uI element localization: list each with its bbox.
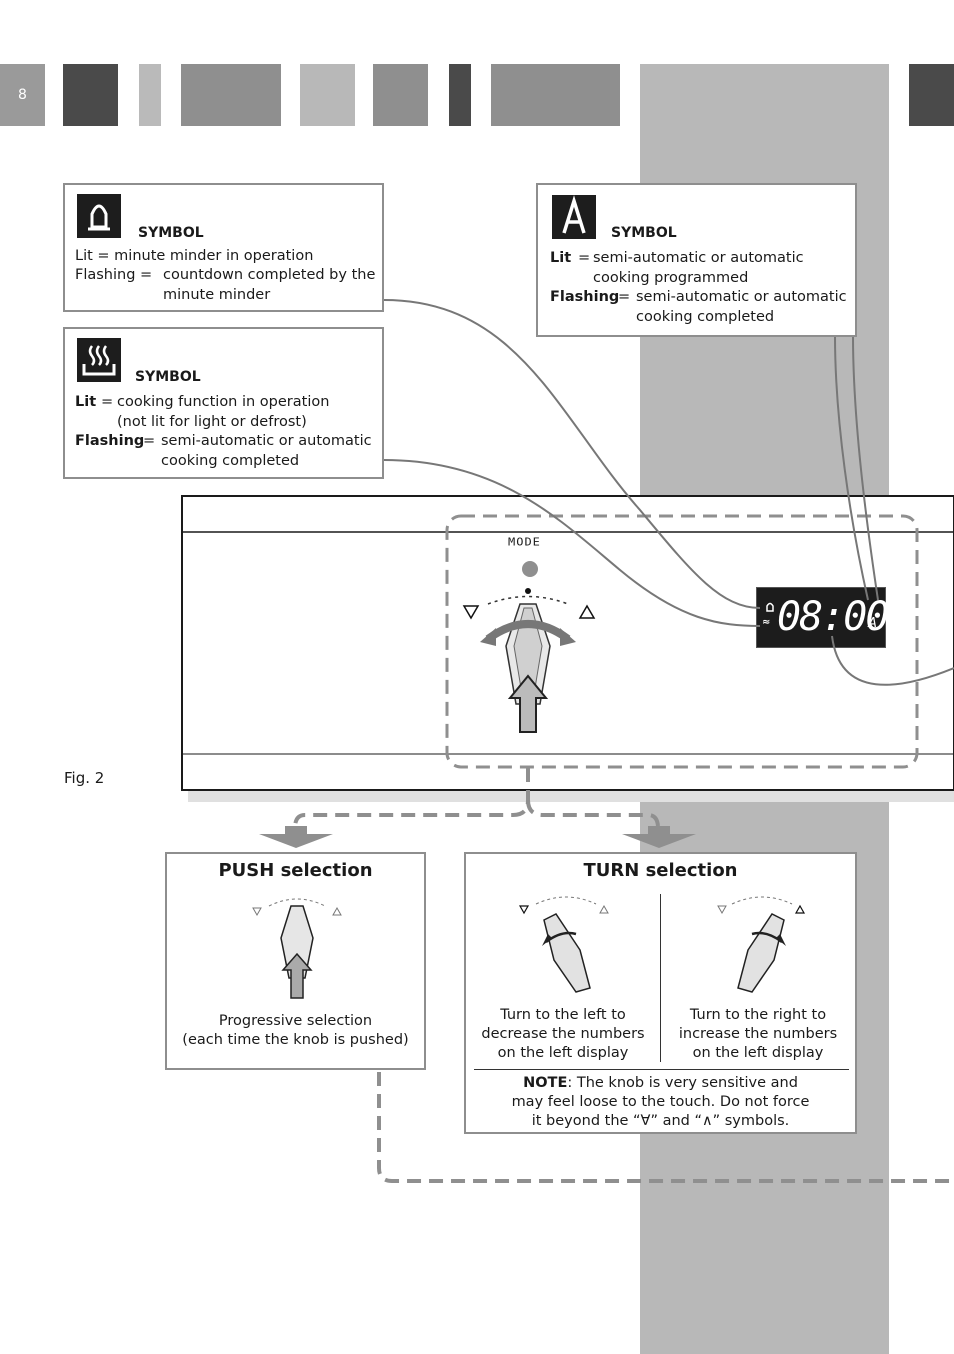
mode-indicator-light xyxy=(522,561,538,577)
cook-lit-eq: = xyxy=(101,394,114,410)
divider-vertical xyxy=(660,894,661,1062)
page-number: 8 xyxy=(0,64,45,126)
knob-push-icon xyxy=(252,898,342,999)
display-time: 08:00 xyxy=(777,594,889,640)
knob-icon[interactable] xyxy=(458,584,598,734)
digital-display xyxy=(756,587,886,648)
symbol-title: SYMBOL xyxy=(135,369,201,385)
bell-flashing-text-2: minute minder xyxy=(163,287,271,303)
figure-label: Fig. 2 xyxy=(64,769,105,787)
arrow-icon xyxy=(622,826,696,848)
cooking-symbol-box: SYMBOL Lit = cooking function in operati… xyxy=(63,327,384,479)
auto-flashing-eq: = xyxy=(618,289,631,305)
turn-left-desc-3: on the left display xyxy=(497,1045,629,1061)
bell-icon xyxy=(766,602,774,612)
header-band xyxy=(139,64,161,126)
push-title: PUSH selection xyxy=(218,860,373,881)
symbol-title: SYMBOL xyxy=(138,225,204,241)
push-desc-2: (each time the knob is pushed) xyxy=(182,1032,409,1048)
auto-lit-text: semi-automatic or automatic xyxy=(593,250,804,266)
bell-lit-text: Lit = minute minder in operation xyxy=(75,248,314,264)
auto-a-icon xyxy=(552,195,596,239)
header-band xyxy=(63,64,118,126)
auto-symbol-box: SYMBOL Lit = semi-automatic or automatic… xyxy=(536,183,857,337)
turn-title: TURN selection xyxy=(583,860,738,881)
knob-turn-right-icon xyxy=(717,896,806,993)
symbol-title: SYMBOL xyxy=(611,225,677,241)
knob-turn-left-icon xyxy=(518,896,609,993)
bell-icon xyxy=(77,194,121,238)
header-band xyxy=(373,64,428,126)
auto-lit-eq: = xyxy=(578,250,591,266)
steam-icon xyxy=(77,338,121,382)
note-line-1: NOTE: The knob is very sensitive and xyxy=(466,1074,855,1093)
header-band xyxy=(181,64,281,126)
turn-selection-box: TURN selection Turn to the left to decre… xyxy=(464,852,857,1134)
auto-flashing-text-2: cooking completed xyxy=(636,309,775,325)
cook-flashing-eq: = xyxy=(143,433,156,449)
note-text-1: : The knob is very sensitive and xyxy=(567,1075,798,1091)
header-band xyxy=(449,64,471,126)
bell-flashing-text: countdown completed by the xyxy=(163,267,376,283)
header-band xyxy=(909,64,954,126)
header-band xyxy=(300,64,355,126)
bell-flashing-label: Flashing = xyxy=(75,267,153,283)
cook-flashing-text: semi-automatic or automatic xyxy=(161,433,372,449)
push-desc-1: Progressive selection xyxy=(218,1013,373,1029)
turn-right-desc-3: on the left display xyxy=(692,1045,824,1061)
arrow-icon xyxy=(259,826,333,848)
turn-left-desc-1: Turn to the left to xyxy=(500,1007,626,1023)
cook-lit-text-2: (not lit for light or defrost) xyxy=(117,414,307,430)
turn-right-desc-1: Turn to the right to xyxy=(689,1007,827,1023)
auto-flashing-text: semi-automatic or automatic xyxy=(636,289,847,305)
cook-lit-label: Lit xyxy=(75,394,97,410)
cook-flashing-text-2: cooking completed xyxy=(161,453,300,469)
push-selection-box: PUSH selection Progressive selection (ea… xyxy=(165,852,426,1070)
note-line-3: it beyond the “∀” and “∧” symbols. xyxy=(531,1113,790,1129)
note-line-2: may feel loose to the touch. Do not forc… xyxy=(511,1094,810,1110)
cook-flashing-label: Flashing xyxy=(75,433,145,449)
steam-icon: ≈ xyxy=(762,617,771,628)
turn-left-desc-2: decrease the numbers xyxy=(481,1026,645,1042)
bell-symbol-box: SYMBOL Lit = minute minder in operation … xyxy=(63,183,384,312)
auto-a-indicator: A xyxy=(868,616,877,631)
note-label: NOTE xyxy=(523,1075,568,1091)
auto-flashing-label: Flashing xyxy=(550,289,620,305)
cook-lit-text: cooking function in operation xyxy=(117,394,330,410)
header-band xyxy=(491,64,620,126)
auto-lit-text-2: cooking programmed xyxy=(593,270,749,286)
auto-lit-label: Lit xyxy=(550,250,572,266)
mode-label: MODE xyxy=(508,536,541,548)
turn-right-desc-2: increase the numbers xyxy=(678,1026,838,1042)
divider-horizontal xyxy=(474,1069,849,1070)
